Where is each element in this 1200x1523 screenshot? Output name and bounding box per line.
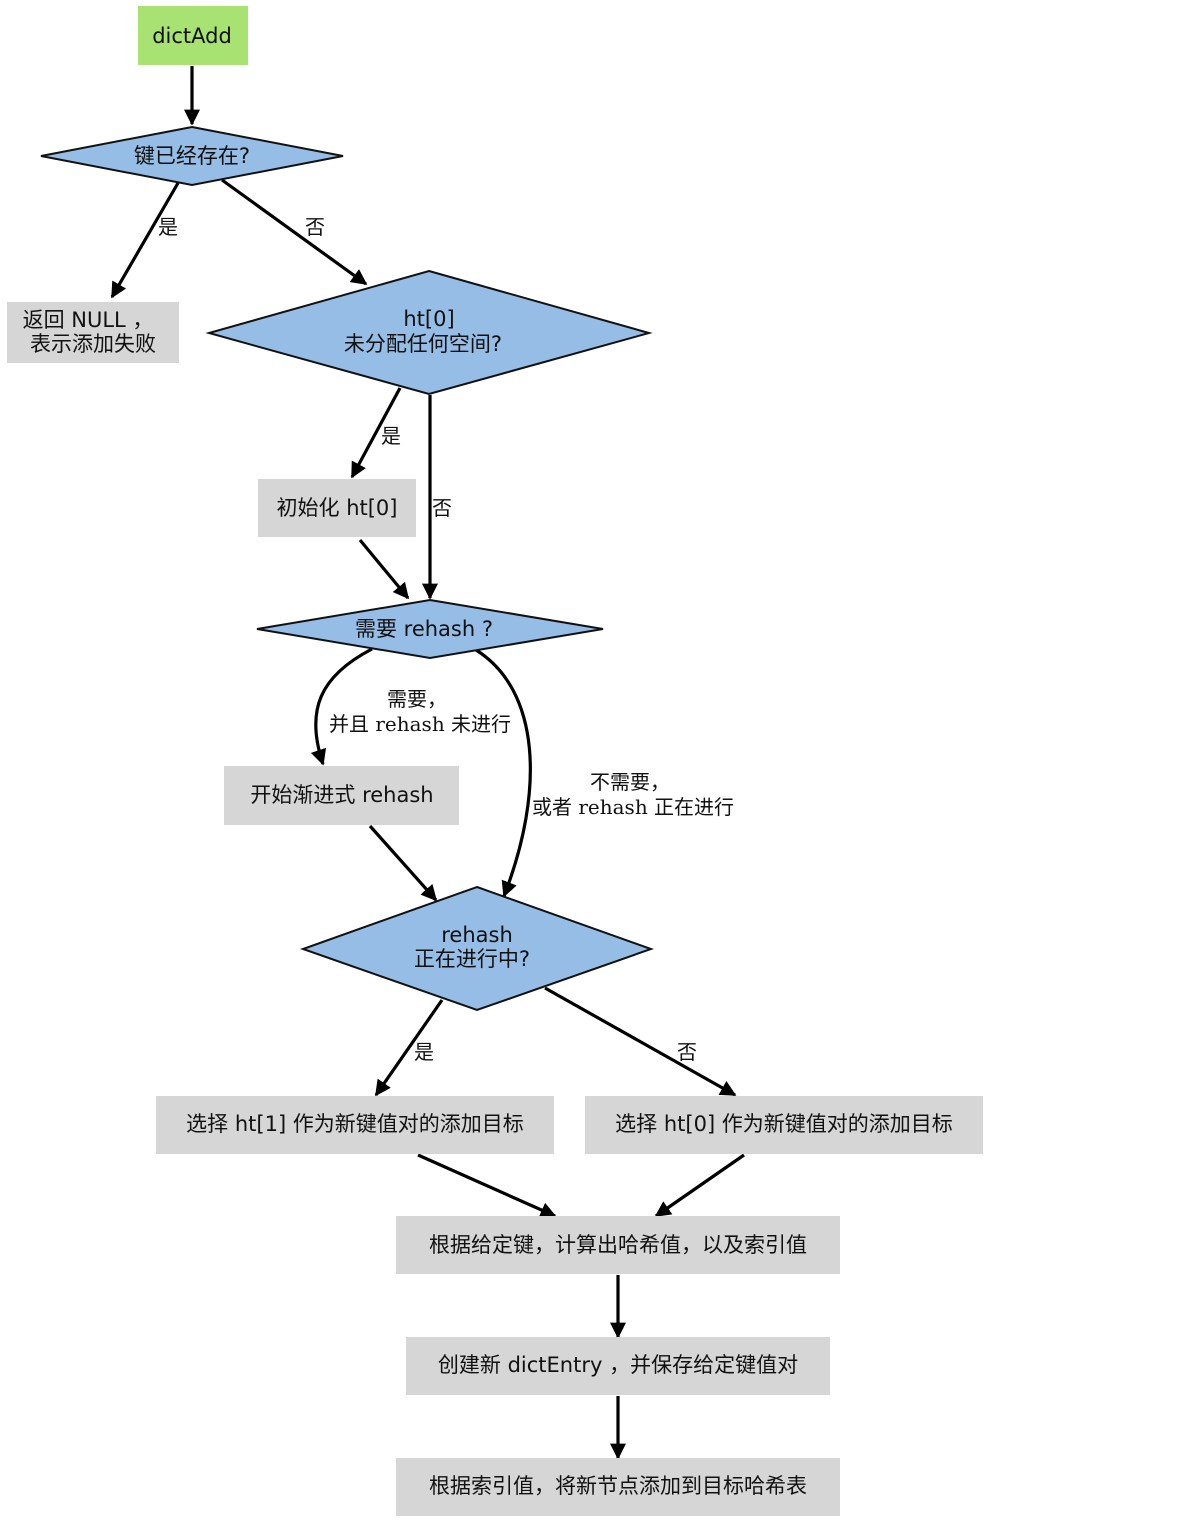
node-compute-hash: 根据给定键，计算出哈希值，以及索引值 <box>396 1216 840 1274</box>
node-add-node: 根据索引值，将新节点添加到目标哈希表 <box>396 1458 840 1516</box>
add-node-label: 根据索引值，将新节点添加到目标哈希表 <box>429 1474 807 1498</box>
edge-ht0-yes <box>350 387 402 479</box>
edge-label-ht0-no: 否 <box>432 496 452 520</box>
edge-init-to-need-rehash <box>358 538 410 600</box>
need-rehash-label: 需要 rehash ? <box>355 617 493 641</box>
rehashing-label-line1: rehash <box>441 923 513 947</box>
edge-label-rehashing-no: 否 <box>677 1040 697 1064</box>
node-need-rehash: 需要 rehash ? <box>256 598 604 660</box>
select-ht0-box <box>585 1096 983 1154</box>
edge-label-ht0-yes: 是 <box>381 424 401 448</box>
return-null-label-line2: 表示添加失败 <box>30 332 156 356</box>
ht0-unallocated-label-line1: ht[0] <box>403 307 454 331</box>
node-ht0-unallocated: ht[0] 未分配任何空间? <box>205 269 653 396</box>
ht0-unallocated-label-line2: 未分配任何空间? <box>344 332 502 356</box>
edge-label-need-rehash-no-line1: 不需要， <box>590 770 670 794</box>
compute-hash-label: 根据给定键，计算出哈希值，以及索引值 <box>429 1233 807 1257</box>
rehashing-diamond <box>299 885 655 1012</box>
start-label: dictAdd <box>152 24 232 48</box>
edge-key-exists-yes <box>110 182 180 299</box>
select-ht1-box <box>156 1096 554 1154</box>
ht0-unallocated-diamond <box>205 269 653 396</box>
edge-label-need-rehash-yes-line2: 并且 rehash 未进行 <box>329 712 511 736</box>
edge-labels: 是 否 是 否 需要， 并且 rehash 未进行 不需要， 或者 rehash… <box>158 215 734 1064</box>
init-ht0-box <box>258 479 416 537</box>
node-start: dictAdd <box>138 6 248 65</box>
select-ht0-label: 选择 ht[0] 作为新键值对的添加目标 <box>615 1112 953 1136</box>
edge-rehashing-no <box>544 986 737 1097</box>
select-ht1-label: 选择 ht[1] 作为新键值对的添加目标 <box>186 1112 524 1136</box>
create-entry-box <box>406 1337 830 1395</box>
need-rehash-diamond <box>256 598 604 660</box>
edge-need-rehash-no <box>475 648 532 898</box>
edge-label-need-rehash-no-line2: 或者 rehash 正在进行 <box>532 795 734 819</box>
create-entry-label: 创建新 dictEntry ，并保存给定键值对 <box>438 1353 798 1377</box>
edge-start-rehash-to-rehashing <box>368 824 438 902</box>
edge-key-exists-no <box>221 178 368 286</box>
key-exists-label: 键已经存在? <box>134 144 250 168</box>
edge-rehashing-yes <box>374 999 444 1097</box>
edge-ht1-to-compute <box>417 1153 557 1218</box>
start-rehash-box <box>224 766 459 825</box>
edge-label-rehashing-yes: 是 <box>414 1040 434 1064</box>
edge-ht0-to-compute <box>654 1153 745 1218</box>
edge-label-key-exists-no: 否 <box>305 215 325 239</box>
node-key-exists: 键已经存在? <box>40 125 344 187</box>
start-rehash-label: 开始渐进式 rehash <box>250 783 433 807</box>
edge-label-need-rehash-yes-line1: 需要， <box>387 687 447 711</box>
init-ht0-label: 初始化 ht[0] <box>277 496 398 520</box>
start-box <box>138 6 248 65</box>
return-null-box <box>7 302 179 363</box>
edges <box>110 66 745 1460</box>
node-rehashing: rehash 正在进行中? <box>299 885 655 1012</box>
node-select-ht1: 选择 ht[1] 作为新键值对的添加目标 <box>156 1096 554 1154</box>
add-node-box <box>396 1458 840 1516</box>
node-select-ht0: 选择 ht[0] 作为新键值对的添加目标 <box>585 1096 983 1154</box>
key-exists-diamond <box>40 125 344 187</box>
node-create-entry: 创建新 dictEntry ，并保存给定键值对 <box>406 1337 830 1395</box>
edge-label-key-exists-yes: 是 <box>158 215 178 239</box>
compute-hash-box <box>396 1216 840 1274</box>
rehashing-label-line2: 正在进行中? <box>414 947 530 971</box>
node-start-rehash: 开始渐进式 rehash <box>224 766 459 825</box>
return-null-label-line1: 返回 NULL ， <box>23 308 154 332</box>
node-init-ht0: 初始化 ht[0] <box>258 479 416 537</box>
node-return-null: 返回 NULL ， 表示添加失败 <box>7 302 179 363</box>
edge-need-rehash-yes <box>310 647 373 766</box>
